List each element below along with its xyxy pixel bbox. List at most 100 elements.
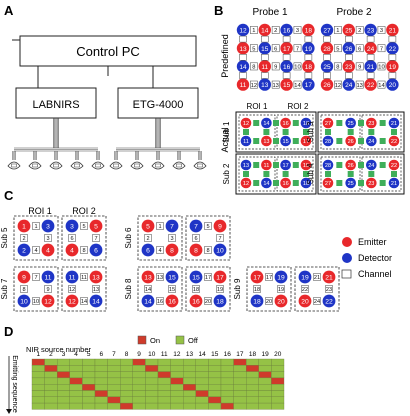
optode-number: 23 — [367, 28, 375, 35]
channel-marker — [243, 171, 249, 177]
channel-box — [204, 246, 212, 254]
channel-number: 5 — [206, 224, 209, 230]
emitter-optode — [189, 243, 203, 257]
channel-box — [271, 26, 280, 34]
channel-box — [68, 234, 76, 242]
probe-sensor-icon — [134, 163, 140, 168]
optode-number: 8 — [170, 248, 174, 255]
detector-optode — [364, 60, 377, 73]
column-number: 8 — [125, 351, 129, 358]
channel-marker — [358, 180, 364, 186]
actual-sub-box — [235, 153, 317, 195]
emitter-optode — [366, 177, 377, 189]
off-cell — [44, 371, 58, 379]
channel-number: 10 — [378, 65, 384, 71]
emitter-optode — [302, 60, 315, 73]
xlabel: NIR source number — [26, 345, 92, 354]
optode-number: 18 — [303, 121, 309, 127]
channel-box — [304, 54, 313, 61]
optode-number: 13 — [261, 82, 269, 89]
channel-box — [92, 285, 100, 293]
channel-box — [192, 285, 200, 293]
detector-optode — [345, 177, 356, 189]
detector-optode — [322, 135, 334, 147]
off-cell — [145, 402, 159, 410]
off-cell — [107, 384, 121, 391]
roi-box — [238, 114, 276, 150]
sequence-axis-arrow-icon — [6, 409, 12, 414]
emitter-optode — [65, 294, 79, 308]
channel-box — [204, 297, 212, 305]
probe-sensor-icon — [11, 163, 17, 168]
optode-number: 3 — [70, 224, 74, 231]
detector-optode — [261, 117, 272, 129]
detector-optode — [65, 270, 79, 284]
on-legend-label: On — [150, 336, 160, 345]
channel-box — [323, 72, 331, 79]
channel-number: 6 — [194, 236, 197, 242]
channel-number: 9 — [358, 65, 361, 71]
off-cell — [69, 384, 83, 391]
off-cell — [233, 390, 247, 397]
sub-label: Sub 7 — [0, 278, 9, 299]
detector-optode — [366, 135, 377, 147]
emitter-optode — [165, 243, 179, 257]
optode-number: 3 — [46, 224, 50, 231]
detector-optode — [280, 135, 291, 147]
channel-marker — [347, 171, 354, 177]
detector-optode — [388, 117, 400, 129]
channel-box — [261, 72, 269, 79]
off-cell — [170, 390, 184, 397]
optode-number: 22 — [367, 82, 375, 89]
channel-number: 14 — [378, 83, 385, 89]
channel-marker — [379, 180, 386, 186]
detector-optode — [89, 243, 103, 257]
off-cell — [132, 402, 146, 410]
channel-box — [355, 44, 364, 53]
optode-number: 25 — [323, 64, 331, 71]
channel-number: 18 — [254, 287, 260, 293]
channel-number: 5 — [336, 46, 339, 52]
emitter-optode — [261, 135, 272, 147]
emitter-optode — [386, 60, 399, 73]
channel-marker — [358, 162, 364, 168]
on-cell — [31, 358, 45, 366]
off-cell — [57, 365, 70, 372]
channel-marker — [336, 120, 343, 126]
optode-number: 7 — [170, 224, 174, 231]
channel-box — [239, 54, 247, 61]
off-cell — [208, 365, 222, 372]
channel-box — [366, 35, 375, 43]
channel-box — [334, 26, 342, 34]
off-cell — [271, 384, 285, 391]
channel-box — [32, 246, 40, 254]
channel-marker — [303, 171, 309, 177]
off-cell — [246, 384, 259, 391]
channel-marker — [358, 138, 364, 144]
optode-number: 18 — [253, 299, 261, 306]
emitter-optode — [388, 159, 400, 171]
column-number: 11 — [161, 351, 168, 358]
off-cell — [246, 371, 259, 379]
optode-number: 22 — [391, 139, 397, 145]
channel-box — [325, 285, 333, 293]
on-cell — [246, 365, 259, 372]
off-cell — [94, 358, 108, 366]
off-cell — [195, 365, 209, 372]
optode-number: 24 — [345, 82, 353, 89]
column-number: 19 — [261, 351, 269, 358]
detector-optode — [274, 270, 288, 284]
detector-optode — [141, 294, 155, 308]
actual-sub-box — [317, 153, 405, 195]
detector-optode — [213, 294, 227, 308]
on-cell — [44, 365, 58, 372]
off-cell — [195, 371, 209, 379]
channel-box — [345, 72, 353, 79]
channel-box — [80, 297, 88, 305]
detector-optode — [342, 78, 355, 91]
optode-number: 18 — [216, 299, 224, 306]
emitter-optode — [41, 243, 55, 257]
on-cell — [157, 371, 171, 379]
optode-number: 18 — [303, 181, 309, 187]
